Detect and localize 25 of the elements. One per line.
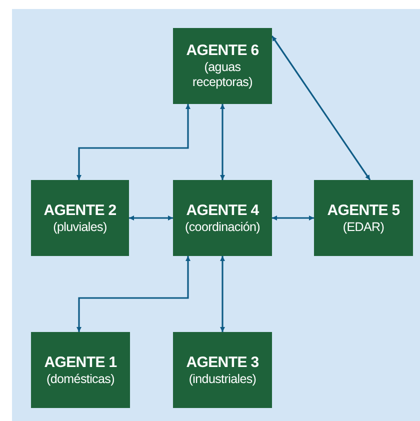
- agent-title: AGENTE 5: [327, 202, 400, 220]
- agent-description: (EDAR): [342, 220, 384, 234]
- agent-title: AGENTE 1: [44, 354, 117, 372]
- agent-description: (pluviales): [53, 220, 107, 234]
- agent-box: [173, 332, 272, 408]
- agent-box: [173, 28, 272, 104]
- agent-title: AGENTE 6: [186, 42, 259, 60]
- agent-title: AGENTE 2: [44, 202, 116, 220]
- agent-box: [173, 180, 272, 256]
- double-arrow: [220, 104, 225, 180]
- agent-description: (aguas receptoras): [192, 60, 254, 90]
- agent-title: AGENTE 4: [186, 202, 259, 220]
- double-arrow: [76, 104, 190, 180]
- agent-description: (domésticas): [46, 372, 114, 386]
- double-arrow: [129, 216, 173, 220]
- agent-description: (coordinación): [184, 220, 260, 234]
- double-arrow: [272, 216, 314, 220]
- agent-title: AGENTE 3: [186, 354, 259, 372]
- double-arrow: [76, 256, 190, 332]
- double-arrow: [271, 36, 371, 180]
- agent-box: [31, 332, 130, 408]
- agent-box: [314, 180, 413, 256]
- double-arrow: [220, 256, 225, 332]
- agent-description: (industriales): [188, 372, 256, 386]
- agent-box: [31, 180, 129, 256]
